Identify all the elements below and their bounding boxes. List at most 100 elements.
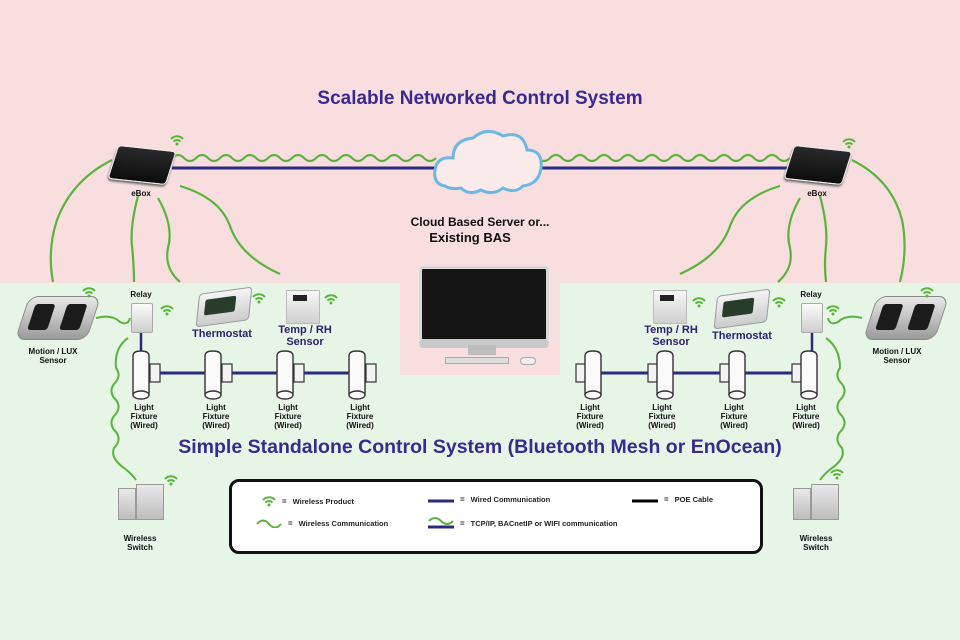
label-line: Light — [796, 403, 816, 412]
keyboard-icon — [445, 357, 509, 364]
label-line: Light — [206, 403, 226, 412]
wifi-icon — [164, 475, 178, 486]
monitor-stand — [468, 345, 496, 355]
wifi-icon — [82, 287, 96, 298]
legend-equals: = — [288, 518, 293, 528]
legend-item-tcpip: = TCP/IP, BACnetIP or WIFI communication — [428, 516, 618, 530]
label-line: Fixture — [274, 411, 302, 421]
wireless-link — [818, 195, 828, 283]
label-line: (Wired) — [792, 420, 820, 430]
wifi-icon — [842, 138, 856, 149]
label-line: (Wired) — [274, 420, 302, 430]
wifi-icon — [830, 469, 844, 480]
wireless-wave-icon — [256, 519, 282, 528]
label-line: Light — [134, 403, 154, 412]
label-line: Motion / LUX — [28, 347, 78, 356]
wireless-link — [777, 197, 801, 283]
ebox-right-label: eBox — [807, 189, 827, 198]
legend-label: POE Cable — [674, 495, 714, 504]
label-line: (Wired) — [648, 420, 676, 430]
label-line: (Wired) — [720, 420, 748, 430]
legend-box: = Wireless Product = Wired Communication… — [229, 479, 763, 554]
label-line: Fixture — [576, 411, 604, 421]
standalone-zone-right — [560, 283, 960, 640]
networked-title: Scalable Networked Control System — [317, 88, 643, 109]
label-line: (Wired) — [346, 420, 374, 430]
legend-item-wireless-comm: = Wireless Communication — [256, 518, 388, 528]
light-fixture-icon — [791, 350, 818, 400]
label-line: Sensor — [39, 355, 67, 365]
wifi-icon — [262, 496, 276, 507]
light-fixture-icon — [204, 350, 233, 400]
motion-sensor-right-icon — [862, 296, 950, 340]
wireless-backbone-right — [525, 153, 791, 163]
label-line: Temp / RH — [278, 324, 332, 336]
wireless-link — [819, 337, 846, 481]
wifi-icon — [252, 293, 266, 304]
label-line: Fixture — [648, 411, 676, 421]
wireless-switch-left-icon — [118, 484, 164, 520]
thermostat-left-label: Thermostat — [192, 328, 252, 340]
legend-equals: = — [664, 495, 669, 504]
light-fixture-icon — [132, 350, 161, 400]
label-line: Switch — [127, 542, 153, 552]
poe-line-icon — [632, 499, 658, 502]
label-line: (Wired) — [130, 420, 158, 430]
label-line: Temp / RH — [644, 324, 698, 336]
wireless-link — [157, 197, 181, 283]
wifi-icon — [170, 135, 184, 146]
label-line: Light — [724, 403, 744, 412]
computer-monitor-icon — [419, 266, 549, 348]
wifi-icon — [772, 297, 786, 308]
standalone-zone-left — [0, 283, 400, 640]
label-line: Fixture — [346, 411, 374, 421]
label-line: Fixture — [792, 411, 820, 421]
label-line: Motion / LUX — [872, 347, 922, 356]
wireless-link — [179, 184, 281, 276]
label-line: Wireless — [123, 534, 157, 543]
label-line: Sensor — [286, 336, 324, 349]
label-line: Light — [580, 403, 600, 412]
label-line: Fixture — [202, 411, 230, 421]
wireless-link — [851, 159, 906, 283]
legend-label: TCP/IP, BACnetIP or WIFI communication — [470, 518, 618, 528]
thermostat-right-label: Thermostat — [712, 330, 772, 342]
standalone-title: Simple Standalone Control System (Blueto… — [178, 436, 782, 458]
motion-sensor-left-icon — [14, 296, 102, 340]
wireless-link — [49, 159, 113, 283]
legend-equals: = — [460, 495, 465, 504]
cloud-label-line2: Existing BAS — [429, 230, 511, 245]
legend-item-wireless-product: = Wireless Product — [262, 495, 354, 507]
mouse-icon — [520, 357, 536, 365]
temp-rh-sensor-right-icon — [653, 290, 687, 324]
light-fixture-icon — [719, 350, 746, 400]
relay-right-label: Relay — [800, 290, 822, 299]
light-fixture-icon — [276, 350, 305, 400]
relay-left-label: Relay — [130, 290, 152, 299]
relay-left-icon — [131, 303, 153, 333]
wave-over-wired-icon — [428, 517, 454, 529]
wifi-icon — [920, 287, 934, 298]
ebox-right-icon — [783, 144, 853, 186]
legend-label: Wireless Product — [292, 496, 354, 506]
wifi-icon — [826, 305, 840, 316]
wireless-switch-right-icon — [793, 484, 839, 520]
